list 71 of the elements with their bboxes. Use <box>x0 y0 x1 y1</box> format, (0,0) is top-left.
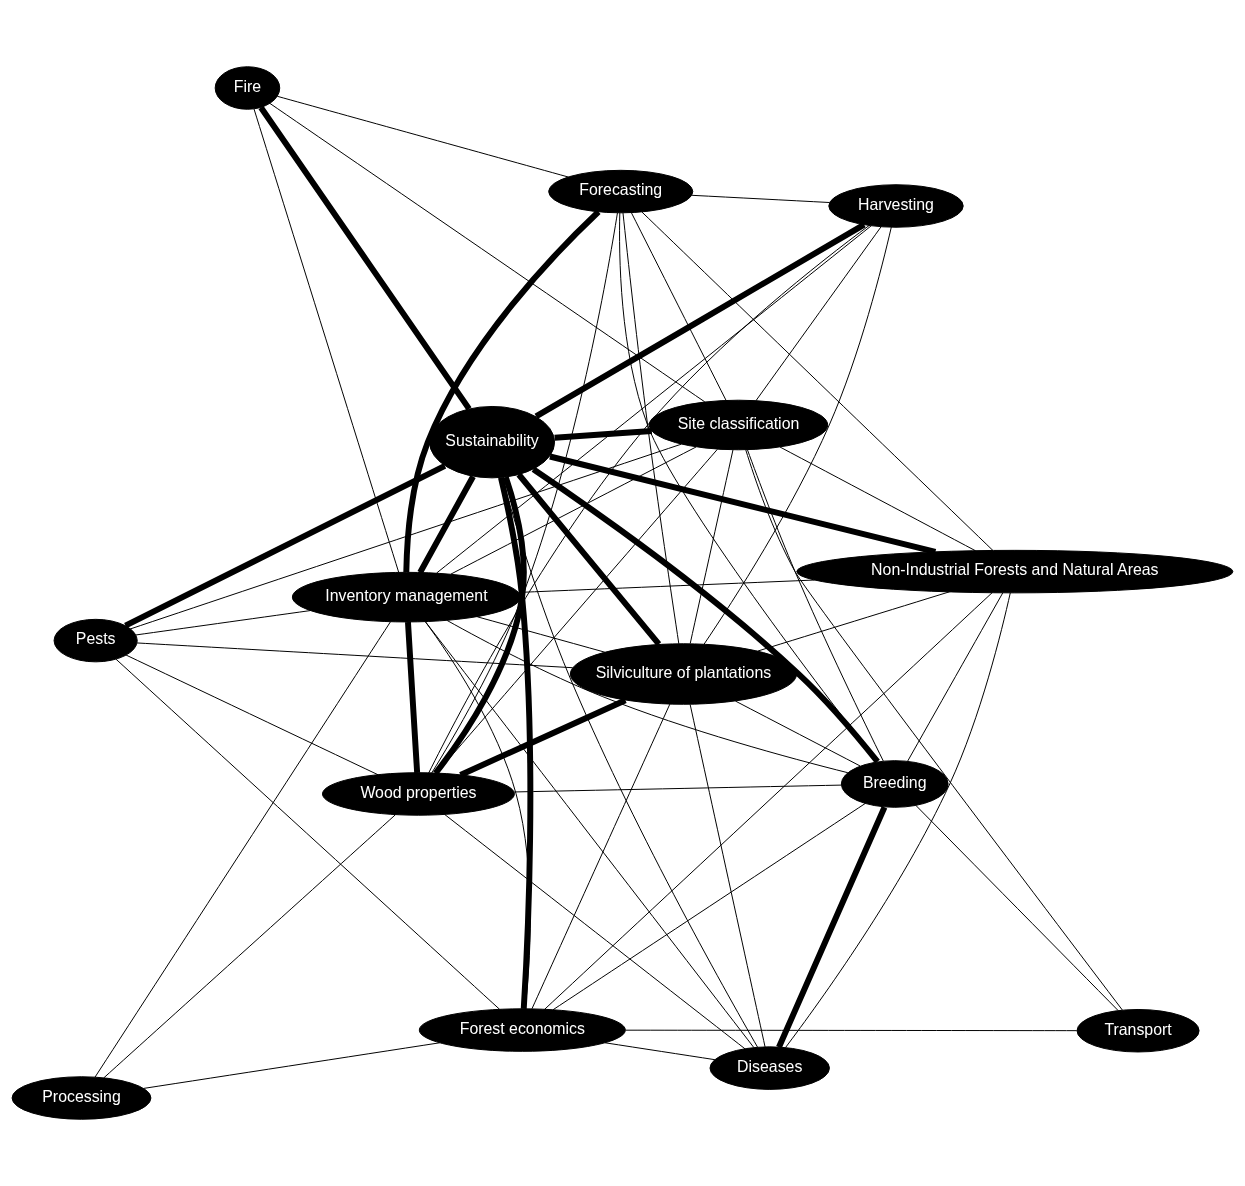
connector <box>543 592 993 1010</box>
connector <box>757 591 951 652</box>
connector <box>450 446 697 575</box>
connector <box>436 225 872 574</box>
connector <box>785 592 1011 1048</box>
connector <box>554 428 653 441</box>
connector <box>424 621 755 1049</box>
connector <box>531 703 671 1010</box>
connector <box>641 211 994 552</box>
connector <box>403 209 601 573</box>
connector <box>428 225 870 774</box>
node-ellipse: Diseases <box>709 1046 830 1090</box>
connector <box>459 697 627 778</box>
connector <box>498 476 534 1009</box>
connector <box>625 1029 1078 1032</box>
node-ellipse: Processing <box>11 1076 152 1120</box>
node-ellipse: Pests <box>53 618 138 663</box>
node-ellipse: Inventory management <box>291 571 521 623</box>
connector <box>703 226 892 645</box>
connector <box>417 475 476 574</box>
connector <box>276 95 569 178</box>
node-ellipse: Forest economics <box>418 1008 626 1052</box>
connector <box>136 642 574 669</box>
node-ellipse: Forecasting <box>548 169 694 214</box>
connector <box>476 616 606 653</box>
connector <box>516 472 662 647</box>
connector <box>405 621 421 774</box>
connector <box>622 212 680 645</box>
connector <box>907 592 1004 762</box>
connector <box>755 226 882 402</box>
connector <box>534 222 866 419</box>
connector <box>604 1042 716 1061</box>
connector <box>689 703 766 1048</box>
connector <box>689 449 734 644</box>
connector <box>776 806 888 1049</box>
connector <box>94 621 391 1078</box>
connector <box>734 700 861 767</box>
connector <box>513 784 842 793</box>
connector <box>269 102 706 403</box>
connector <box>779 446 976 552</box>
connector <box>258 105 472 411</box>
connector <box>630 212 727 401</box>
connector <box>746 449 884 762</box>
node-ellipse: Silviculture of plantations <box>569 643 798 705</box>
connector <box>135 610 311 636</box>
connector <box>444 813 746 1050</box>
connector <box>531 466 880 764</box>
connector <box>124 463 447 629</box>
connector <box>253 108 400 573</box>
node-ellipse: Breeding <box>840 760 949 808</box>
connector <box>446 620 849 774</box>
node-ellipse: Non-Industrial Forests and Natural Areas <box>796 549 1234 594</box>
connector <box>433 476 527 776</box>
connector <box>745 449 1123 1011</box>
connector <box>115 658 501 1010</box>
node-ellipse: Harvesting <box>828 184 964 228</box>
connector <box>431 212 618 774</box>
connector <box>552 803 866 1011</box>
connector <box>691 194 830 203</box>
node-ellipse: Fire <box>214 66 281 110</box>
node-ellipse: Sustainability <box>429 405 556 479</box>
connector <box>619 212 878 763</box>
connector <box>143 1042 441 1089</box>
node-ellipse: Wood properties <box>322 772 515 816</box>
connector <box>125 654 379 776</box>
node-ellipse: Site classification <box>648 399 829 451</box>
connector <box>915 805 1119 1012</box>
connector <box>103 814 396 1079</box>
node-ellipse: Transport <box>1076 1008 1200 1053</box>
connector <box>549 453 937 555</box>
connector <box>129 443 682 630</box>
